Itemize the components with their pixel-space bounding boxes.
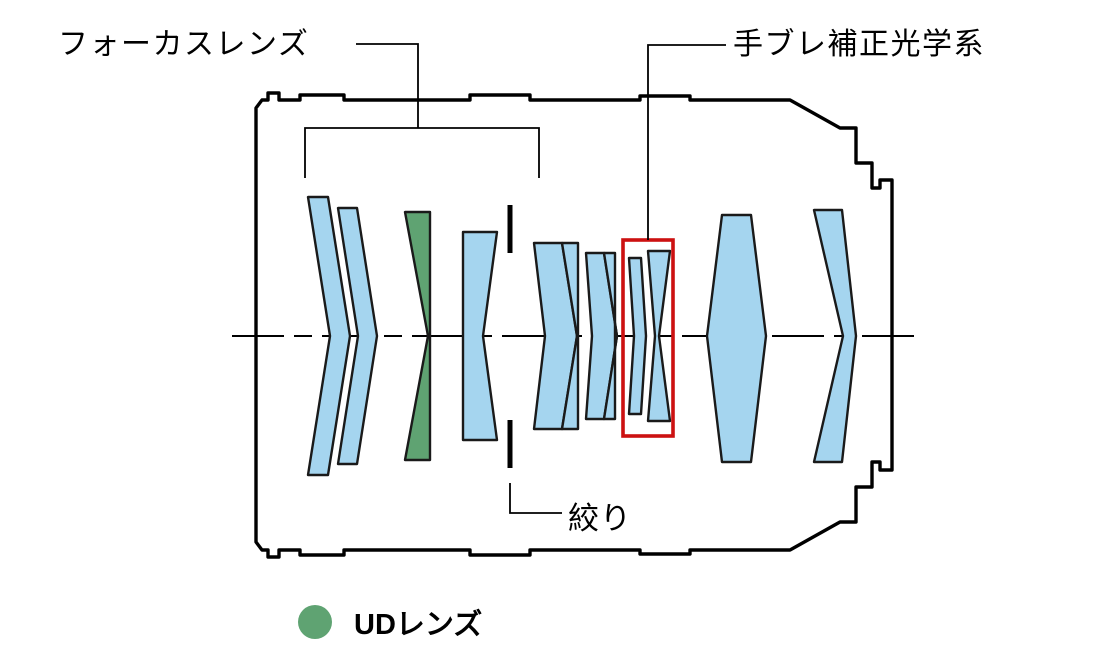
lens-barrel-outline xyxy=(254,91,894,559)
lens-element-3-ud xyxy=(403,210,432,462)
leader-focus-lens xyxy=(356,43,419,128)
lens-element-7 xyxy=(627,256,648,416)
lens-element-4 xyxy=(461,230,499,442)
lens-element-6b xyxy=(602,251,619,421)
lens-element-1 xyxy=(306,195,352,477)
bracket-focus-group xyxy=(304,127,540,178)
leader-lines xyxy=(304,43,726,514)
lens-element-10 xyxy=(812,208,858,464)
leader-aperture xyxy=(509,483,562,514)
lens-element-5b xyxy=(560,241,580,431)
label-is-system: 手ブレ補正光学系 xyxy=(733,28,985,61)
legend-label: UDレンズ xyxy=(354,609,483,641)
leader-is-system xyxy=(647,44,726,240)
lens-element-9 xyxy=(705,213,768,464)
legend: UDレンズ xyxy=(298,601,482,643)
label-focus-lens: フォーカスレンズ xyxy=(58,28,310,61)
lens-element-2 xyxy=(336,206,379,466)
lens-element-8 xyxy=(646,249,672,423)
green-circle-icon xyxy=(298,605,332,639)
lens-elements xyxy=(306,195,858,477)
label-aperture: 絞り xyxy=(568,501,632,536)
